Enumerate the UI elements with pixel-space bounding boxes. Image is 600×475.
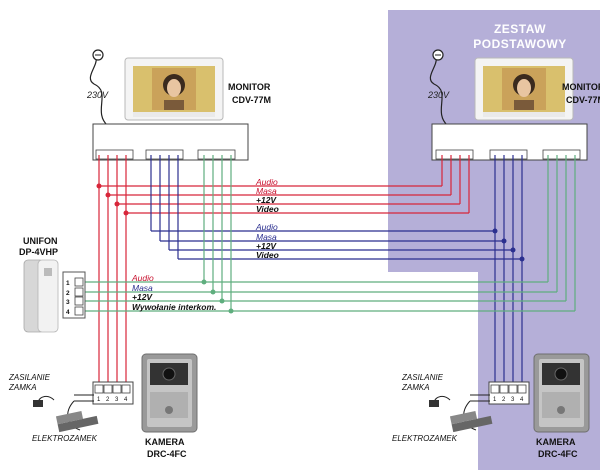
camera-left-terminals [94,384,131,394]
lock-left-icon [55,411,99,433]
camera-left-panel [141,353,198,433]
wire-label-audio-red: Audio [255,177,278,187]
monitor-right-terminals [435,149,581,160]
monitor-left-power: 230V [86,90,109,100]
camera-left-model: DRC-4FC [147,449,187,459]
camera-left-terminal-1: 1 [97,397,101,403]
unifon-terminals [74,277,84,316]
monitor-right-plug-icon [429,49,449,127]
camera-right-terminal-4: 4 [520,397,524,403]
lock-right-device: ELEKTROZAMEK [392,434,458,443]
camera-right-terminal-2: 2 [502,397,506,403]
camera-right-panel [533,353,590,433]
camera-right-terminal-3: 3 [511,397,515,403]
unifon-terminal-4: 4 [66,309,70,316]
unifon-terminal-3: 3 [66,299,70,306]
power-plug-right-icon [429,395,451,407]
monitor-right [474,57,574,121]
lock-right-icon [449,411,493,433]
basic-kit-title-line1: ZESTAW [493,22,547,36]
camera-right-model: DRC-4FC [538,449,578,459]
wire-label-12v-blue: +12V [256,241,277,251]
wire-label-audio-blue: Audio [255,222,278,232]
wire-label-masa-unifon: Masa [132,283,153,293]
monitor-left-plug-icon [89,49,109,127]
blue-wires [150,155,523,388]
unifon-model: DP-4VHP [19,247,58,257]
red-wire-junctions [96,183,129,216]
blue-wire-junctions [492,228,525,262]
lock-left-power-line2: ZAMKA [8,383,37,392]
monitor-left [124,57,224,121]
red-wires [98,155,470,387]
camera-left-terminal-4: 4 [124,397,128,403]
camera-left-terminal-2: 2 [106,397,110,403]
wire-label-masa-red: Masa [256,186,277,196]
wire-label-masa-blue: Masa [256,232,277,242]
basic-kit-title: ZESTAW PODSTAWOWY [455,22,585,52]
wire-label-12v-red: +12V [256,195,277,205]
wire-label-video-blue: Video [256,250,279,260]
lock-right-power-line2: ZAMKA [401,383,430,392]
camera-right-label: KAMERA [536,437,576,447]
green-wires [84,155,576,312]
monitor-left-terminals [95,149,236,160]
lock-left-power-line1: ZASILANIE [8,373,51,382]
camera-right-terminals [490,384,527,394]
camera-right-terminal-1: 1 [493,397,497,403]
lock-right-power-line1: ZASILANIE [401,373,444,382]
wire-label-video-red: Video [256,204,279,214]
lock-left-device: ELEKTROZAMEK [32,434,98,443]
basic-kit-title-line2: PODSTAWOWY [473,37,567,51]
monitor-left-label: MONITOR [228,82,271,92]
wire-label-audio-unifon: Audio [131,273,154,283]
camera-left-label: KAMERA [145,437,185,447]
camera-left-terminal-3: 3 [115,397,119,403]
monitor-right-model: CDV-77M [566,95,600,105]
unifon-terminal-2: 2 [66,290,70,297]
unifon-terminal-1: 1 [66,280,70,287]
green-wire-junctions [201,279,234,314]
monitor-right-power: 230V [427,90,450,100]
unifon-label: UNIFON [23,236,58,246]
monitor-left-model: CDV-77M [232,95,271,105]
power-plug-left-icon [33,395,55,407]
wire-label-12v-unifon: +12V [132,292,153,302]
unifon-handset [23,259,59,333]
monitor-right-label: MONITOR [562,82,600,92]
wire-label-call-unifon: Wywołanie interkom. [132,302,216,312]
